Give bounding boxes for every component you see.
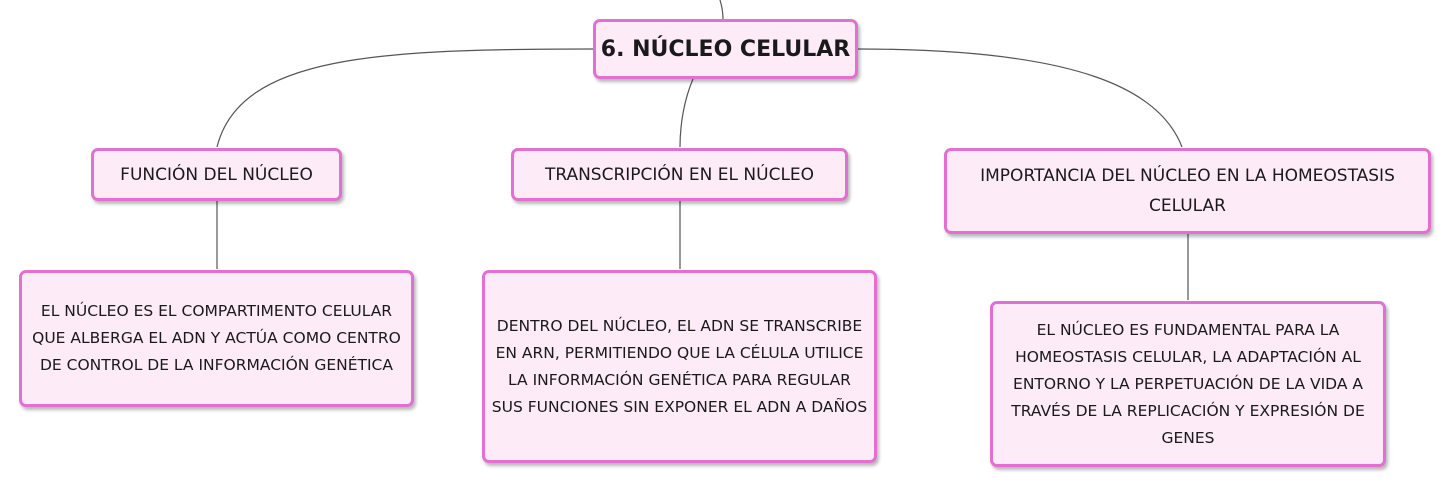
topic-title: IMPORTANCIA DEL NÚCLEO EN LA HOMEOSTASIS… — [980, 166, 1395, 216]
topic-title: TRANSCRIPCIÓN EN EL NÚCLEO — [544, 164, 815, 185]
detail-text: DENTRO DEL NÚCLEO, EL ADN SE TRANSCRIBE … — [491, 316, 868, 416]
topic-title: FUNCIÓN DEL NÚCLEO — [120, 164, 313, 185]
root-node[interactable]: 6. NÚCLEO CELULAR — [593, 19, 858, 79]
detail-node-transcription[interactable]: DENTRO DEL NÚCLEO, EL ADN SE TRANSCRIBE … — [482, 270, 877, 463]
connector-incoming — [719, 0, 724, 20]
topic-node-function[interactable]: FUNCIÓN DEL NÚCLEO — [91, 148, 342, 201]
topic-node-transcription[interactable]: TRANSCRIPCIÓN EN EL NÚCLEO — [511, 148, 848, 201]
detail-node-function[interactable]: EL NÚCLEO ES EL COMPARTIMENTO CELULAR QU… — [19, 270, 414, 407]
detail-text: EL NÚCLEO ES EL COMPARTIMENTO CELULAR QU… — [32, 302, 401, 374]
detail-node-homeostasis[interactable]: EL NÚCLEO ES FUNDAMENTAL PARA LA HOMEOST… — [990, 301, 1386, 467]
detail-text: EL NÚCLEO ES FUNDAMENTAL PARA LA HOMEOST… — [1011, 320, 1365, 447]
connector-root-topic-1 — [216, 48, 594, 148]
root-title: 6. NÚCLEO CELULAR — [600, 36, 851, 62]
connector-root-topic-2 — [679, 78, 694, 148]
connector-root-topic-3 — [857, 48, 1183, 148]
topic-node-homeostasis[interactable]: IMPORTANCIA DEL NÚCLEO EN LA HOMEOSTASIS… — [944, 148, 1431, 234]
